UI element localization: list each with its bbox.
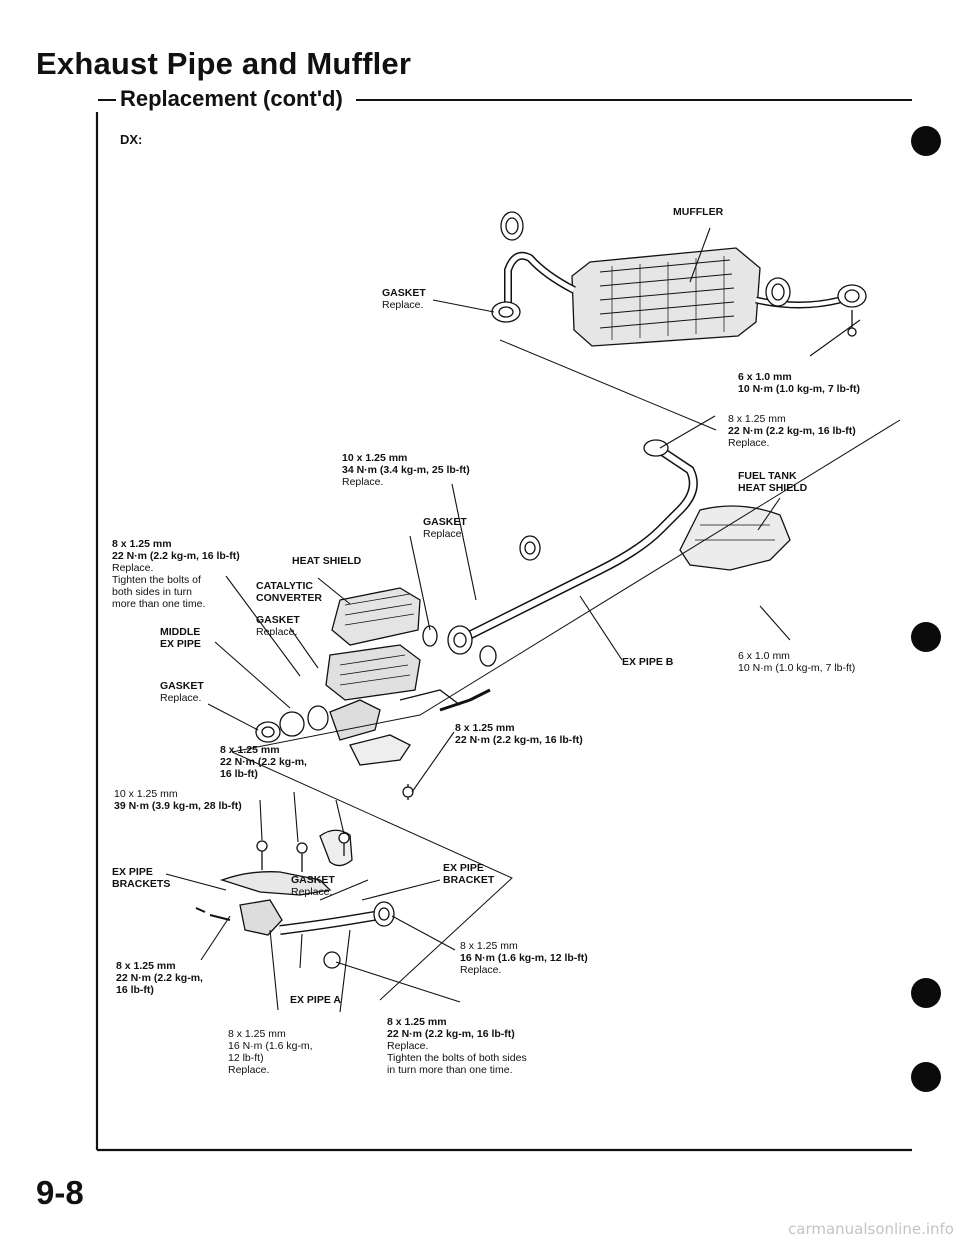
bolt-torque: 16 lb-ft)	[220, 768, 258, 780]
bolt-note: Replace.	[342, 476, 384, 488]
gasket-top-label: GASKET Replace.	[382, 287, 426, 311]
gasket-name: GASKET	[423, 516, 467, 528]
bolt-torque: 22 N·m (2.2 kg-m, 16 lb-ft)	[728, 425, 856, 437]
catalytic-converter-label: CATALYTIC CONVERTER	[256, 580, 322, 604]
bolt-bracket-large-label: 10 x 1.25 mm 39 N·m (3.9 kg-m, 28 lb-ft)	[114, 788, 242, 812]
label-line: EX PIPE	[112, 866, 153, 878]
model-variant-label: DX:	[120, 132, 143, 147]
bolt-size: 8 x 1.25 mm	[228, 1028, 286, 1040]
gasket-note: Replace.	[291, 886, 333, 898]
bolt-size: 6 x 1.0 mm	[738, 371, 792, 383]
instruction-line: Tighten the bolts of	[112, 574, 201, 586]
bolt-note: Replace.	[460, 964, 502, 976]
subtitle-rule-right	[356, 99, 912, 101]
instruction-line: Tighten the bolts of both sides	[387, 1052, 527, 1064]
label-line: EX PIPE	[443, 862, 484, 874]
bolt-torque: 22 N·m (2.2 kg-m,	[220, 756, 307, 768]
bolt-size: 8 x 1.25 mm	[116, 960, 176, 972]
heat-shield-label: HEAT SHIELD	[292, 555, 362, 567]
ex-pipe-brackets-label: EX PIPE BRACKETS	[112, 866, 170, 890]
bolt-torque: 10 N·m (1.0 kg-m, 7 lb-ft)	[738, 662, 856, 674]
ex-pipe-b-label: EX PIPE B	[622, 656, 674, 668]
bolt-muffler-hanger-label: 6 x 1.0 mm 10 N·m (1.0 kg-m, 7 lb-ft)	[738, 371, 860, 395]
bolt-torque: 39 N·m (3.9 kg-m, 28 lb-ft)	[114, 800, 242, 812]
gasket-name: GASKET	[256, 614, 300, 626]
bolt-torque: 12 lb-ft)	[228, 1052, 264, 1064]
bolt-size: 8 x 1.25 mm	[728, 413, 786, 425]
bolt-torque: 34 N·m (3.4 kg-m, 25 lb-ft)	[342, 464, 470, 476]
binder-tab-dot	[911, 126, 941, 156]
bolt-bottom-mid-label: 8 x 1.25 mm 16 N·m (1.6 kg-m, 12 lb-ft) …	[228, 1028, 313, 1076]
bolt-torque: 16 N·m (1.6 kg-m,	[228, 1040, 313, 1052]
gasket-top-note: Replace.	[382, 299, 424, 311]
bolt-size: 8 x 1.25 mm	[112, 538, 172, 550]
gasket-mid-label: GASKET Replace.	[423, 516, 467, 540]
binder-tab-dot	[911, 978, 941, 1008]
bolt-torque: 16 lb-ft)	[116, 984, 154, 996]
binder-tab-dot	[911, 1062, 941, 1092]
bolt-cat-front-label: 10 x 1.25 mm 34 N·m (3.4 kg-m, 25 lb-ft)…	[342, 452, 470, 488]
watermark: carmanualsonline.info	[788, 1220, 954, 1238]
gasket-name: GASKET	[291, 874, 335, 886]
bolt-size: 6 x 1.0 mm	[738, 650, 790, 662]
bolt-torque: 22 N·m (2.2 kg-m, 16 lb-ft)	[387, 1028, 515, 1040]
label-line: BRACKETS	[112, 878, 171, 890]
bolt-note: Replace.	[387, 1040, 429, 1052]
bolt-size: 10 x 1.25 mm	[114, 788, 178, 800]
label-line: CONVERTER	[256, 592, 322, 604]
ex-pipe-a-label: EX PIPE A	[290, 994, 341, 1006]
bolt-left-main-label: 8 x 1.25 mm 22 N·m (2.2 kg-m, 16 lb-ft) …	[112, 538, 240, 610]
bolt-note: Replace.	[728, 437, 770, 449]
subtitle-rule-left	[98, 99, 116, 101]
bolt-size: 8 x 1.25 mm	[220, 744, 280, 756]
bolt-torque: 10 N·m (1.0 kg-m, 7 lb-ft)	[738, 383, 860, 395]
label-line: FUEL TANK	[738, 470, 797, 482]
label-line: EX PIPE	[160, 638, 201, 650]
label-line: MIDDLE	[160, 626, 201, 638]
bolt-torque: 16 N·m (1.6 kg-m, 12 lb-ft)	[460, 952, 588, 964]
instruction-line: more than one time.	[112, 598, 206, 610]
gasket-top-name: GASKET	[382, 287, 426, 299]
bolt-note: Replace.	[112, 562, 154, 574]
bolt-bracket-upper-label: 8 x 1.25 mm 22 N·m (2.2 kg-m, 16 lb-ft)	[220, 744, 307, 780]
ex-pipe-bracket-label: EX PIPE BRACKET	[443, 862, 494, 886]
muffler-label: MUFFLER	[673, 206, 724, 218]
gasket-left-label: GASKET Replace.	[160, 680, 204, 704]
bolt-note: Replace.	[228, 1064, 270, 1076]
fuel-tank-heat-shield-label: FUEL TANK HEAT SHIELD	[738, 470, 807, 494]
middle-ex-pipe-label: MIDDLE EX PIPE	[160, 626, 201, 650]
bolt-size: 10 x 1.25 mm	[342, 452, 408, 464]
instruction-line: in turn more than one time.	[387, 1064, 513, 1076]
gasket-note: Replace.	[160, 692, 202, 704]
bolt-bottom-right-label: 8 x 1.25 mm 22 N·m (2.2 kg-m, 16 lb-ft) …	[387, 1016, 527, 1076]
bolt-center-label: 8 x 1.25 mm 22 N·m (2.2 kg-m, 16 lb-ft)	[455, 722, 583, 746]
page-title: Exhaust Pipe and Muffler	[36, 46, 412, 81]
page-number: 9-8	[36, 1174, 84, 1211]
label-line: HEAT SHIELD	[738, 482, 808, 494]
gasket-cat-label: GASKET Replace.	[256, 614, 300, 638]
bolt-torque: 22 N·m (2.2 kg-m, 16 lb-ft)	[455, 734, 583, 746]
label-line: BRACKET	[443, 874, 495, 886]
bolt-muffler-joint-label: 8 x 1.25 mm 22 N·m (2.2 kg-m, 16 lb-ft) …	[728, 413, 856, 449]
bolt-size: 8 x 1.25 mm	[460, 940, 518, 952]
bolt-lower-left-label: 8 x 1.25 mm 22 N·m (2.2 kg-m, 16 lb-ft)	[116, 960, 203, 996]
instruction-line: both sides in turn	[112, 586, 192, 598]
gasket-name: GASKET	[160, 680, 204, 692]
label-line: CATALYTIC	[256, 580, 313, 592]
section-subtitle: Replacement (cont'd)	[120, 86, 343, 111]
gasket-note: Replace.	[423, 528, 465, 540]
binder-tab-dot	[911, 622, 941, 652]
bolt-torque: 22 N·m (2.2 kg-m,	[116, 972, 203, 984]
gasket-note: Replace.	[256, 626, 298, 638]
bolt-size: 8 x 1.25 mm	[455, 722, 515, 734]
muffler-part	[571, 247, 867, 347]
gasket-lower-label: GASKET Replace.	[291, 874, 335, 898]
bolt-flange-right-label: 8 x 1.25 mm 16 N·m (1.6 kg-m, 12 lb-ft) …	[460, 940, 588, 976]
bolt-torque: 22 N·m (2.2 kg-m, 16 lb-ft)	[112, 550, 240, 562]
bolt-size: 8 x 1.25 mm	[387, 1016, 447, 1028]
bolt-heat-shield-label: 6 x 1.0 mm 10 N·m (1.0 kg-m, 7 lb-ft)	[738, 650, 855, 674]
